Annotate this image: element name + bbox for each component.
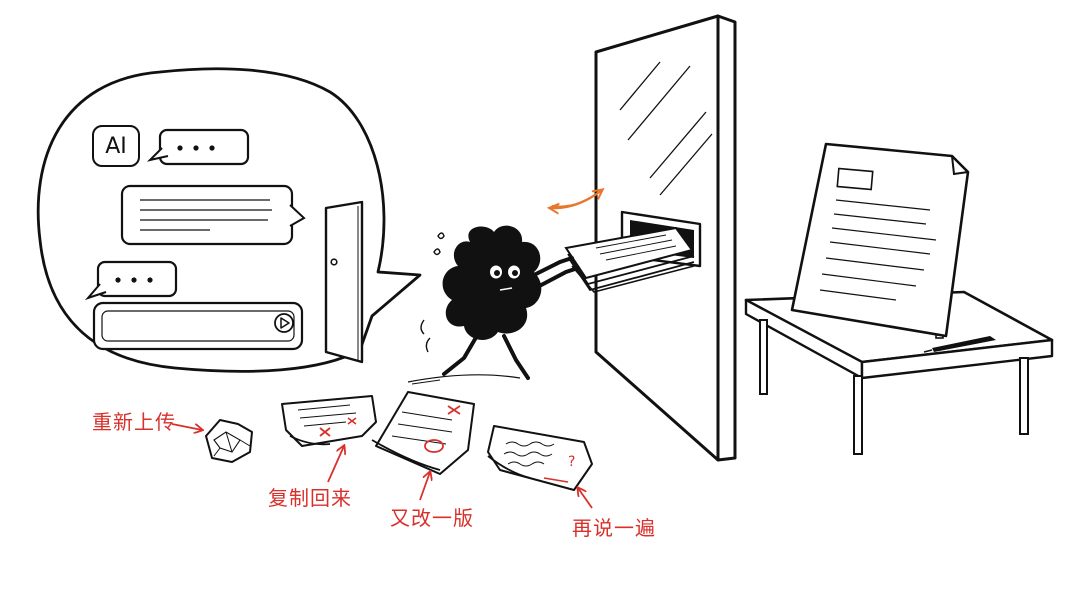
paper-revise-again — [371, 391, 475, 475]
crumpled-paper-icon — [205, 419, 253, 463]
label-copy-back: 复制回来 — [268, 486, 352, 510]
play-icon — [274, 313, 294, 333]
arrow-reupload — [171, 423, 202, 430]
label-reupload: 重新上传 — [92, 410, 176, 434]
door-icon — [324, 200, 364, 364]
arrow-say-again — [578, 488, 593, 509]
annotation-arrows — [171, 423, 593, 509]
paper-say-again: ? — [487, 425, 593, 491]
black-blob-character — [407, 225, 580, 385]
paper-copy-back — [281, 395, 377, 447]
label-say-again: 再说一遍 — [572, 516, 656, 540]
question-mark: ? — [568, 454, 575, 470]
label-revise-again: 又改一版 — [390, 506, 474, 530]
pen-icon — [923, 336, 996, 353]
arrow-revise-again — [419, 472, 430, 501]
message-bubble-reply — [120, 184, 306, 246]
arrow-copy-back — [327, 446, 344, 483]
typing-bubble-1 — [146, 128, 250, 166]
chat-input-field — [92, 301, 304, 351]
document-on-table — [790, 142, 970, 338]
typing-bubble-2 — [84, 260, 178, 301]
ai-badge: AI — [92, 125, 140, 167]
orange-double-arrow — [550, 190, 602, 208]
